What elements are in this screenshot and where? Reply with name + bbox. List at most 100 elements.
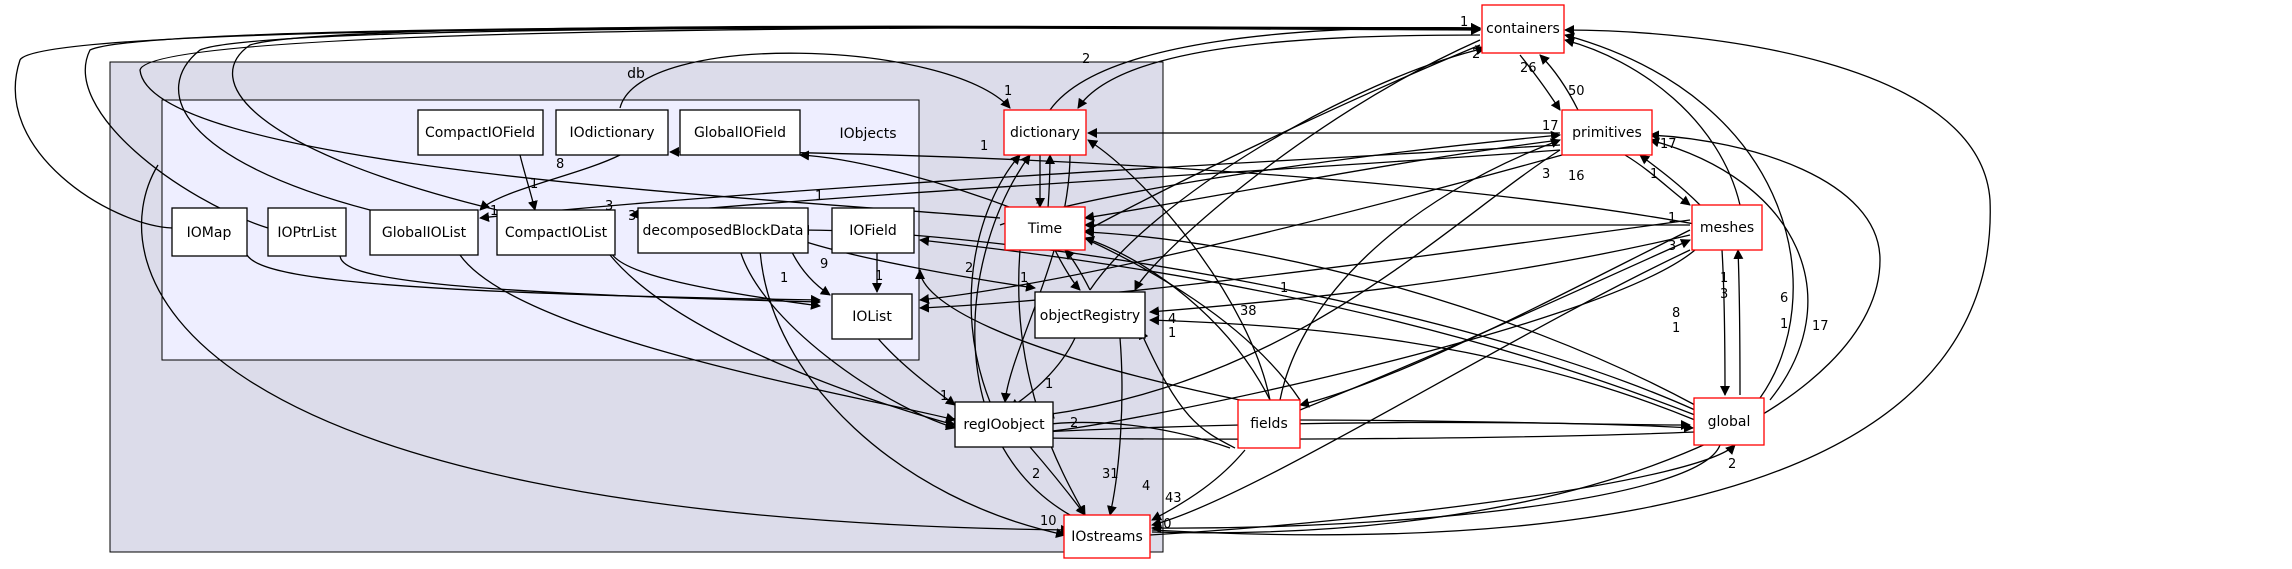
edge-meshes-iostreams: [1151, 249, 1691, 528]
edge-objectregistry-containers: [1061, 44, 1481, 246]
node-objectregistry[interactable]: objectRegistry: [1034, 291, 1146, 339]
node-compactiolist[interactable]: CompactIOList: [496, 209, 616, 256]
edge-label: 10: [1040, 514, 1057, 529]
edge-label: 1: [1168, 326, 1176, 341]
edge-label: 8: [1672, 306, 1680, 321]
edge-primitives-globaliolist: [479, 144, 1561, 223]
edge-compactiolist-regioobject: [609, 254, 956, 428]
node-fields[interactable]: fields: [1237, 399, 1301, 449]
edge-label: 2: [1032, 467, 1040, 482]
edge-primitives-containers: [1539, 54, 1579, 111]
node-iofield[interactable]: IOField: [831, 207, 915, 254]
edge-iodictionary-iostreams: [140, 164, 1071, 535]
edge-label: 38: [1240, 304, 1257, 319]
node-iostreams-label: IOstreams: [1071, 529, 1143, 545]
node-fields-label: fields: [1250, 416, 1288, 432]
edge-meshes-objectregistry: [1149, 234, 1691, 317]
edge-label: 1: [1650, 167, 1658, 182]
edge-fields-dictionary: [1087, 139, 1271, 401]
node-dictionary-label: dictionary: [1010, 125, 1080, 141]
node-iomap-label: IOMap: [187, 225, 232, 241]
edge-label: 2: [1082, 52, 1090, 67]
edge-iolist-regioobject: [874, 334, 956, 406]
node-globaliofield[interactable]: GlobalIOField: [679, 109, 801, 156]
edge-fields-time: [1084, 236, 1271, 401]
node-meshes[interactable]: meshes: [1691, 204, 1763, 251]
node-compactiofield[interactable]: CompactIOField: [417, 109, 544, 156]
node-iolist[interactable]: IOList: [831, 293, 913, 340]
edge-time-containers: [139, 22, 1481, 219]
node-containers-label: containers: [1486, 21, 1560, 37]
node-global-label: global: [1708, 414, 1751, 430]
node-global[interactable]: global: [1693, 397, 1765, 446]
node-time[interactable]: Time: [1004, 206, 1086, 251]
edge-meshes-global: [1719, 249, 1730, 396]
edge-primitives-compactiolist: [629, 149, 1561, 220]
edge-compactiofield-compactiolist: [519, 154, 538, 211]
edge-objectregistry-containers-2: [1089, 45, 1486, 291]
edge-regioobject-dictionary: [970, 154, 1021, 403]
edge-label: 16: [1568, 169, 1585, 184]
node-primitives[interactable]: primitives: [1561, 109, 1653, 156]
node-meshes-label: meshes: [1700, 220, 1754, 236]
edge-containers-primitives: [1519, 54, 1561, 111]
edge-label: 10: [1155, 517, 1172, 532]
edge-meshes-regioobject: [1039, 249, 1696, 437]
node-ioptrlist[interactable]: IOPtrList: [267, 207, 347, 257]
edge-label: 31: [1102, 467, 1119, 482]
edge-fields-iofield: [915, 269, 1241, 401]
edge-label: 1: [875, 269, 883, 284]
edge-global-regioobject: [1039, 431, 1696, 444]
edge-label: 1: [980, 139, 988, 154]
edge-label: 17: [1812, 319, 1829, 334]
node-iomap[interactable]: IOMap: [171, 207, 248, 257]
node-primitives-label: primitives: [1572, 125, 1642, 141]
edge-decomposed-iostreams: [759, 249, 1066, 539]
node-iodictionary[interactable]: IOdictionary: [555, 109, 669, 156]
node-iofield-label: IOField: [849, 223, 896, 239]
edge-label: 1: [815, 189, 823, 204]
node-decomposedblockdata[interactable]: decomposedBlockData: [637, 207, 809, 254]
edge-label: 3: [628, 209, 636, 224]
node-globaliolist-label: GlobalIOList: [382, 225, 467, 241]
edge-compactiolist-containers: [231, 23, 1481, 211]
edge-label: 50: [1568, 84, 1585, 99]
edge-label: 2: [1070, 416, 1078, 431]
cluster-iobjects-label: IObjects: [839, 126, 896, 142]
node-regioobject[interactable]: regIOobject: [954, 401, 1054, 448]
edge-label: 26: [1520, 61, 1537, 76]
edge-label: 1: [1672, 321, 1680, 336]
edge-time-dictionary: [1044, 154, 1055, 209]
edge-label: 3: [605, 199, 613, 214]
edge-label: 1: [1020, 271, 1028, 286]
edge-objectregistry-iostreams: [1107, 337, 1123, 516]
edge-primitives-meshes: [1624, 154, 1691, 206]
edge-label: 2: [1472, 47, 1480, 62]
node-iostreams[interactable]: IOstreams: [1063, 514, 1151, 559]
edge-global-iostreams: [1151, 444, 1721, 534]
edge-label: 17: [1542, 119, 1559, 134]
edge-fields-iostreams: [1151, 449, 1246, 521]
edge-label: 4: [1168, 312, 1176, 327]
node-regioobject-label: regIOobject: [963, 417, 1045, 433]
edge-iostreams-containers: [1151, 25, 1991, 536]
node-iolist-label: IOList: [852, 309, 892, 325]
edge-label: 4: [1142, 479, 1150, 494]
edge-label: 9: [820, 257, 828, 272]
edge-label: 3: [1542, 167, 1550, 182]
edge-primitives-iolist: [919, 154, 1563, 304]
node-ioptrlist-label: IOPtrList: [277, 225, 337, 241]
edge-iodictionary-dictionary: [619, 52, 1011, 109]
edge-global-meshes: [1733, 249, 1744, 396]
edge-global-objectregistry: [1149, 315, 1696, 421]
node-dictionary[interactable]: dictionary: [1003, 109, 1087, 156]
node-containers[interactable]: containers: [1481, 4, 1565, 54]
edge-fields-objectregistry: [1139, 329, 1236, 449]
node-iodictionary-label: IOdictionary: [569, 125, 654, 141]
edge-label: 3: [1668, 239, 1676, 254]
edge-decomposed-regioobject: [739, 249, 956, 431]
node-compactiofield-label: CompactIOField: [425, 125, 535, 141]
node-globaliolist[interactable]: GlobalIOList: [369, 209, 479, 256]
edge-label: 1: [1045, 377, 1053, 392]
